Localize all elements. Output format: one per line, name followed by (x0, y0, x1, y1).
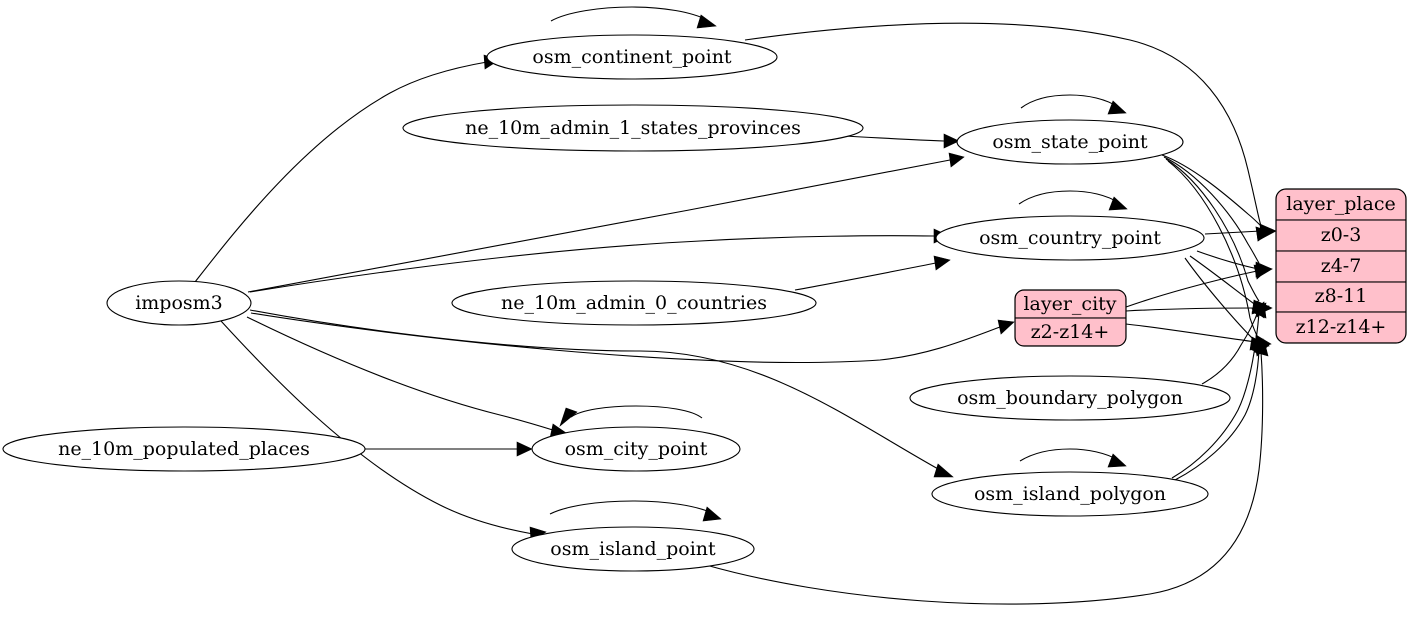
node-imposm3[interactable]: imposm3 (106, 280, 252, 326)
node-ne_10m_admin_1_states_provinces[interactable]: ne_10m_admin_1_states_provinces (402, 104, 864, 152)
edge-self-osm_country_point (1018, 190, 1128, 211)
edge-layer_city-to-layer_place_z8_11 (1125, 300, 1273, 316)
edge-self-osm_island_point (549, 500, 722, 522)
edge-self-osm_island_polygon (1019, 448, 1127, 468)
node-osm_state_point[interactable]: osm_state_point (956, 119, 1184, 165)
edge-ne_10m_populated_places-to-osm_city_point (365, 441, 533, 457)
layer_place-row-z8-11[interactable] (1276, 281, 1406, 313)
edge-layer_city-to-layer_place_z12 (1125, 323, 1272, 350)
node-ne_10m_populated_places[interactable]: ne_10m_populated_places (2, 426, 366, 472)
layer_place-row-z12[interactable] (1276, 311, 1406, 343)
node-layer_city[interactable]: layer_city z2-z14+ (1014, 289, 1127, 347)
node-osm_island_point[interactable]: osm_island_point (511, 526, 755, 572)
edge-self-osm_continent_point (550, 6, 717, 29)
edge-layer_city-to-layer_place_z4_7 (1125, 263, 1273, 308)
edge-imposm3-to-layer_city (250, 312, 1015, 363)
layer_place-row-title[interactable] (1276, 189, 1406, 221)
edge-imposm3-to-osm_continent_point (194, 54, 500, 283)
layer_place-outline (1275, 188, 1407, 344)
edge-ne_10m_admin_1_states_provinces-to-osm_state_point (844, 133, 960, 149)
node-osm_boundary_polygon[interactable]: osm_boundary_polygon (909, 375, 1231, 421)
layer_place-row-z4-7[interactable] (1276, 250, 1406, 283)
node-osm_city_point[interactable]: osm_city_point (531, 426, 741, 472)
node-osm_island_polygon[interactable]: osm_island_polygon (931, 471, 1209, 517)
edge-self-osm_state_point (1020, 94, 1127, 115)
layer_city-row-z2[interactable] (1015, 317, 1126, 346)
edge-self-osm_city_point (559, 405, 703, 427)
node-osm_continent_point[interactable]: osm_continent_point (486, 34, 778, 80)
node-ne_10m_admin_0_countries[interactable]: ne_10m_admin_0_countries (451, 280, 817, 326)
edge-osm_island_polygon-to-layer_place_z8_11 (1171, 301, 1267, 479)
edge-imposm3-to-osm_state_point (247, 152, 965, 293)
edge-osm_country_point-to-layer_place_z0_3 (1204, 223, 1277, 240)
edge-layer (194, 6, 1277, 605)
edge-osm_island_point-to-layer_place_z12 (705, 339, 1269, 605)
layer_city-outline (1014, 289, 1127, 347)
node-osm_country_point[interactable]: osm_country_point (935, 215, 1205, 261)
node-layer_place[interactable]: layer_place z0-3 z4-7 z8-11 z12-z14+ (1275, 188, 1407, 344)
layer_place-row-z0-3[interactable] (1276, 219, 1406, 252)
layer_city-row-title[interactable] (1015, 290, 1126, 319)
edge-imposm3-to-osm_island_polygon (249, 309, 954, 478)
edge-ne_10m_admin_0_countries-to-osm_country_point (794, 255, 951, 291)
